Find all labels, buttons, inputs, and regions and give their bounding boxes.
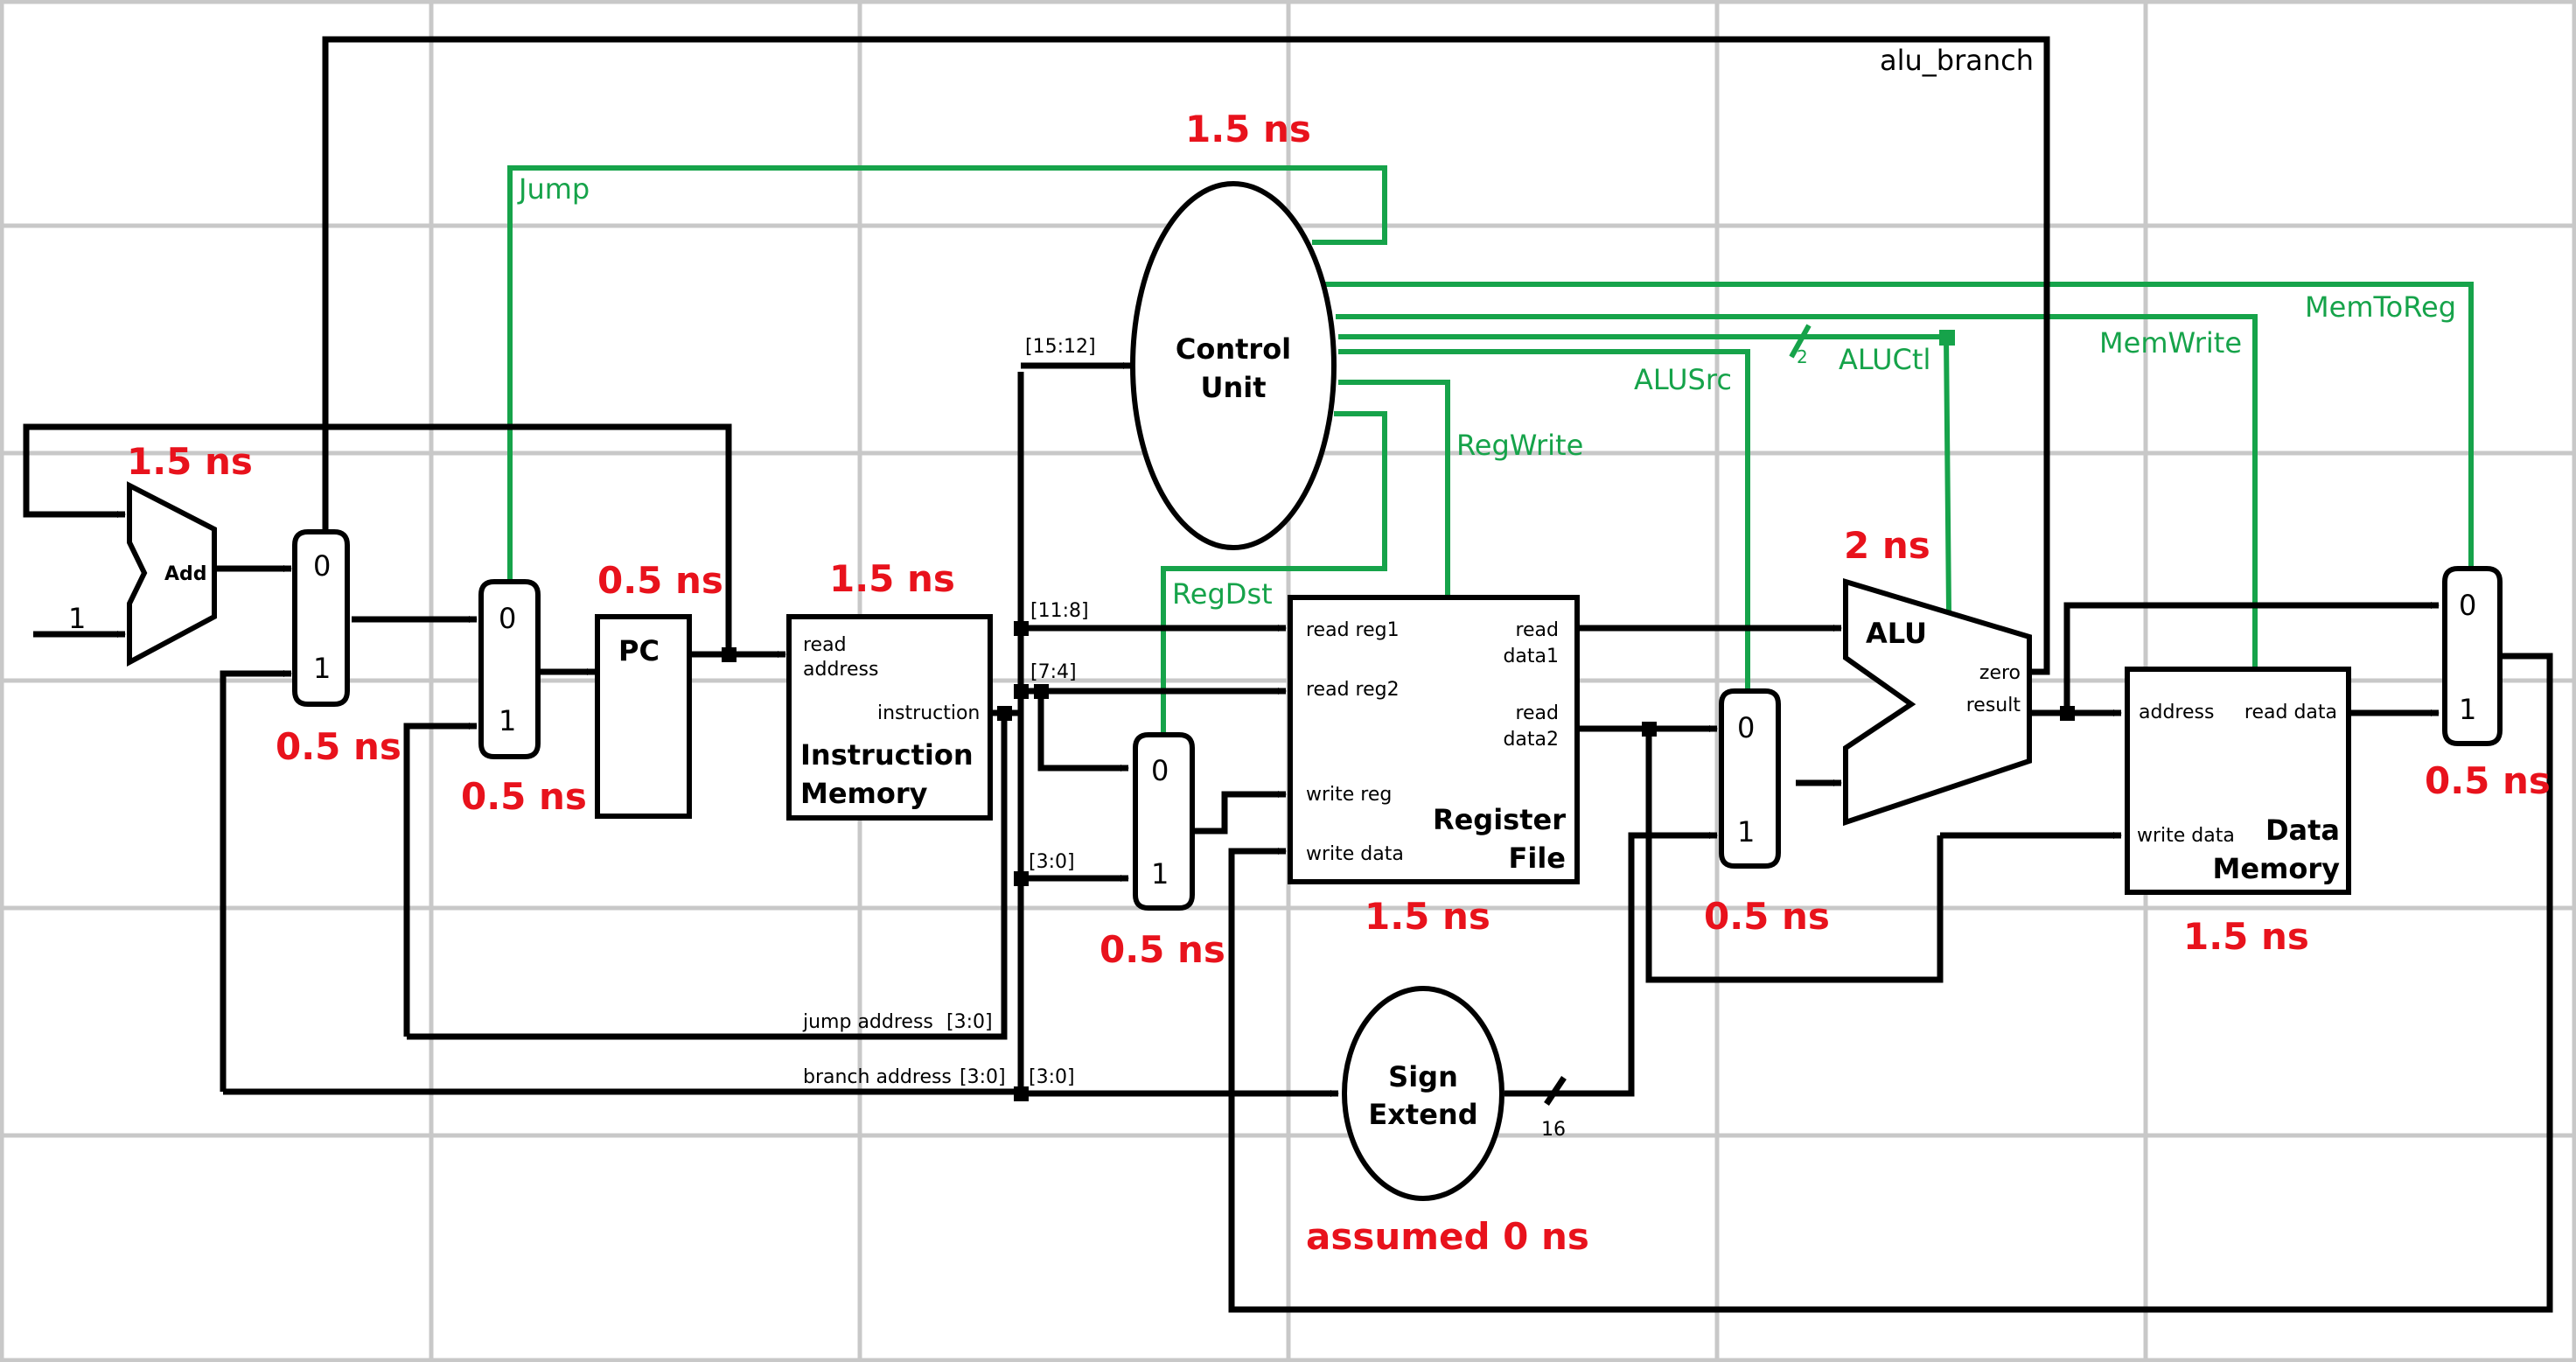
svg-text:File: File — [1509, 842, 1567, 875]
instruction-memory: read address instruction Instruction Mem… — [786, 614, 993, 821]
svg-text:[3:0]: [3:0] — [1029, 1066, 1075, 1088]
register-file: read reg1 read reg2 write reg write data… — [1288, 595, 1580, 884]
svg-text:address: address — [2139, 702, 2214, 723]
regfile-timing: 1.5 ns — [1365, 895, 1490, 938]
sign-extend-timing: assumed 0 ns — [1306, 1215, 1589, 1258]
dmem-timing: 1.5 ns — [2183, 915, 2309, 958]
mux-jump-in1: 1 — [499, 704, 516, 737]
alu-timing: 2 ns — [1844, 524, 1930, 567]
control-timing: 1.5 ns — [1185, 108, 1311, 150]
svg-text:instruction: instruction — [877, 702, 980, 724]
aluctl-width: 2 — [1797, 346, 1808, 367]
alu-branch-wire — [322, 36, 2050, 675]
timing-labels: 1.5 ns 0.5 ns 0.5 ns 0.5 ns 1.5 ns 1.5 n… — [127, 108, 2551, 1258]
svg-text:[15:12]: [15:12] — [1025, 336, 1096, 358]
svg-text:[3:0]: [3:0] — [1029, 851, 1075, 873]
bus-labels: [15:12] [11:8] [7:4] [3:0] [3:0] [3:0] j… — [802, 336, 1566, 1141]
mux-memtoreg-in0: 0 — [2459, 589, 2476, 622]
pc-timing: 0.5 ns — [597, 559, 723, 602]
svg-text:read: read — [1515, 702, 1559, 724]
svg-text:Extend: Extend — [1368, 1098, 1477, 1131]
mux-memtoreg: 0 1 — [2442, 566, 2503, 746]
svg-text:read reg1: read reg1 — [1306, 619, 1400, 641]
datapath-wires — [23, 36, 2553, 1313]
alusrc-wire — [1338, 349, 1750, 691]
regwrite-label: RegWrite — [1456, 429, 1583, 462]
svg-text:write reg: write reg — [1306, 784, 1392, 806]
svg-text:read reg2: read reg2 — [1306, 679, 1400, 701]
sign-extend-label: Sign — [1388, 1060, 1458, 1093]
mux-branch-in1: 1 — [313, 652, 331, 685]
imem-title: Instruction — [800, 738, 974, 772]
svg-text:read data: read data — [2244, 702, 2337, 723]
svg-text:[11:8]: [11:8] — [1030, 600, 1089, 622]
mux-alusrc-in0: 0 — [1737, 711, 1755, 744]
svg-text:read: read — [803, 634, 847, 656]
mux-regdst-timing: 0.5 ns — [1100, 928, 1225, 971]
svg-text:16: 16 — [1541, 1119, 1566, 1141]
memtoreg-wire — [1325, 282, 2474, 573]
regwrite-wire — [1338, 380, 1450, 595]
memtoreg-label: MemToReg — [2305, 290, 2456, 324]
svg-text:data1: data1 — [1503, 646, 1559, 667]
svg-text:Memory: Memory — [800, 777, 928, 810]
mux-alusrc: 0 1 — [1719, 688, 1781, 869]
mux-branch: 0 1 — [292, 529, 350, 707]
dmem-title: Data — [2265, 814, 2340, 847]
svg-text:result: result — [1966, 695, 2021, 716]
mux-branch-in0: 0 — [313, 549, 331, 583]
sign-extend: Sign Extend — [1342, 986, 1504, 1201]
alu: ALU zero result — [1843, 577, 2032, 827]
alusrc-label: ALUSrc — [1634, 363, 1732, 396]
mux-jump-in0: 0 — [499, 602, 516, 635]
mux-branch-timing: 0.5 ns — [276, 725, 401, 768]
regdst-label: RegDst — [1172, 577, 1273, 611]
svg-text:[3:0]: [3:0] — [946, 1011, 993, 1033]
pc-label: PC — [618, 634, 660, 667]
mux-alusrc-timing: 0.5 ns — [1704, 895, 1830, 938]
aluctl-label: ALUCtl — [1839, 343, 1930, 376]
mux-regdst-in1: 1 — [1151, 857, 1169, 891]
svg-text:write data: write data — [2137, 825, 2235, 847]
aluctl-junction — [1939, 330, 1955, 346]
svg-text:[3:0]: [3:0] — [960, 1066, 1006, 1088]
mux-memtoreg-in1: 1 — [2459, 693, 2476, 726]
control-unit-label: Control — [1176, 332, 1291, 366]
svg-text:write data: write data — [1306, 843, 1404, 865]
svg-text:address: address — [803, 659, 878, 681]
memwrite-label: MemWrite — [2099, 326, 2242, 360]
adder-label: Add — [164, 563, 207, 585]
control-unit: Control Unit — [1130, 181, 1337, 550]
svg-text:jump address: jump address — [802, 1011, 933, 1033]
imem-timing: 1.5 ns — [829, 557, 955, 600]
data-memory: address read data write data Data Memory — [2125, 667, 2351, 895]
regfile-title: Register — [1433, 803, 1566, 836]
program-counter: PC — [595, 614, 692, 819]
svg-text:zero: zero — [1979, 662, 2021, 684]
mux-regdst: 0 1 — [1133, 732, 1195, 911]
svg-text:read: read — [1515, 619, 1559, 641]
mux-memtoreg-timing: 0.5 ns — [2425, 759, 2551, 802]
svg-text:data2: data2 — [1503, 729, 1559, 751]
memwrite-wire — [1336, 314, 2258, 669]
svg-text:branch address: branch address — [803, 1066, 952, 1088]
jump-wire — [507, 165, 1387, 584]
constant-one-input: 1 — [68, 602, 86, 635]
alu-branch-label: alu_branch — [1880, 44, 2034, 77]
mux-jump-timing: 0.5 ns — [461, 775, 587, 818]
mux-regdst-in0: 0 — [1151, 754, 1169, 787]
alu-label: ALU — [1866, 617, 1927, 650]
svg-text:[7:4]: [7:4] — [1030, 661, 1077, 683]
jump-label: Jump — [517, 172, 590, 206]
svg-text:Memory: Memory — [2212, 852, 2340, 885]
adder: Add — [127, 481, 217, 667]
adder-timing: 1.5 ns — [127, 440, 253, 483]
mux-alusrc-in1: 1 — [1737, 815, 1755, 849]
svg-text:Unit: Unit — [1200, 371, 1266, 404]
signal-labels: alu_branch Jump MemToReg MemWrite ALUCtl… — [517, 44, 2456, 611]
mux-jump: 0 1 — [478, 579, 541, 759]
